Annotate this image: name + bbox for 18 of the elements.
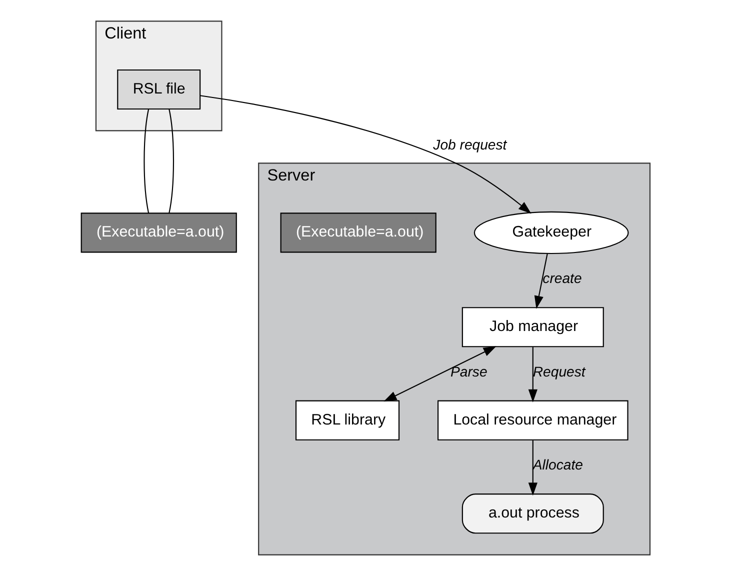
node-box: (Executable=a.out) [80,212,236,253]
arrow [528,440,537,496]
node-ellipse: Gatekeeper [473,211,628,254]
edge-label: Parse [450,363,487,380]
arrow [534,254,548,309]
node-box: RSL library [294,400,400,440]
node-box: RSL file [116,69,200,110]
arrow [383,346,496,402]
connector [168,108,174,214]
node-box: Local resource manager [436,400,628,440]
node-box: a.out process [461,494,604,534]
node-box: Job manager [461,307,604,348]
edge-label: Job request [432,136,506,153]
node-box: (Executable=a.out) [280,212,436,253]
connector [143,108,149,214]
arrow [528,347,537,402]
edge-label: create [542,270,582,286]
arrow [200,95,531,214]
